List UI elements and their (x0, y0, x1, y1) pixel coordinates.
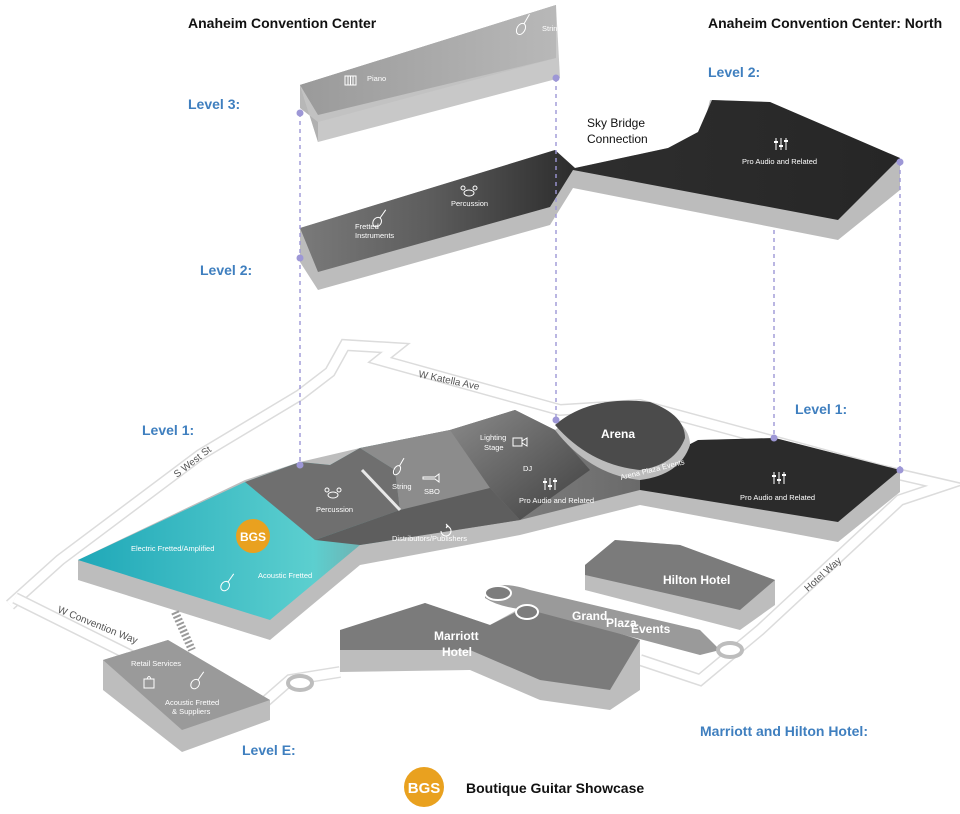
zone-electric: Electric Fretted/Amplified (131, 544, 214, 553)
guitar-icon (220, 573, 235, 592)
arena-label: Arena (601, 427, 635, 441)
refresh-icon (440, 523, 452, 537)
drum-kit-icon (324, 487, 342, 499)
hilton-hotel-building (585, 540, 775, 630)
drum-kit-icon (460, 185, 478, 197)
zone-piano: Piano (367, 74, 386, 83)
street-west: S West St (172, 444, 214, 480)
zone-acoustic-e-line2: & Suppliers (172, 707, 211, 716)
violin-icon (392, 457, 405, 476)
level-1-north-label: Level 1: (795, 401, 847, 417)
marriott-label-line1: Marriott (434, 629, 479, 643)
violin-icon (515, 13, 530, 35)
guitar-icon (190, 671, 205, 690)
bgs-badge: BGS (236, 519, 270, 553)
legend: BGS Boutique Guitar Showcase (404, 767, 644, 807)
zone-string: String (392, 482, 412, 491)
zone-dj: DJ (523, 464, 532, 473)
level-1-floor (78, 410, 640, 640)
mixer-icon (772, 472, 786, 484)
bgs-badge-text: BGS (240, 530, 266, 544)
zone-lighting-line2: Stage (484, 443, 504, 452)
zone-strings: Strings (542, 24, 566, 33)
sky-bridge-line1: Sky Bridge (587, 116, 645, 130)
level-e-label: Level E: (242, 742, 296, 758)
street-hotel: Hotel Way (803, 555, 844, 594)
piano-icon (344, 75, 357, 86)
zone-pro-audio-l2: Pro Audio and Related (742, 157, 817, 166)
zone-sbo: SBO (424, 487, 440, 496)
guitar-icon (372, 209, 387, 228)
events-label: Events (631, 622, 671, 636)
marriott-label-line2: Hotel (442, 645, 472, 659)
trumpet-icon (422, 473, 440, 483)
camera-icon (512, 437, 528, 447)
arena (555, 400, 690, 480)
zone-acoustic-l1: Acoustic Fretted (258, 571, 312, 580)
zone-fretted-l2-line2: Instruments (355, 231, 394, 240)
level-2-north-label: Level 2: (708, 64, 760, 80)
zone-retail: Retail Services (131, 659, 181, 668)
zone-pro-audio-l1: Pro Audio and Related (519, 496, 594, 505)
grand-plaza (286, 585, 744, 692)
zone-percussion-l1: Percussion (316, 505, 353, 514)
shopping-bag-icon (143, 676, 155, 689)
zone-acoustic-e-line1: Acoustic Fretted (165, 698, 219, 707)
zone-percussion-l2: Percussion (451, 199, 488, 208)
level-3-label: Level 3: (188, 96, 240, 112)
level-e-floor (103, 610, 270, 752)
level-3-floor (300, 5, 560, 142)
level-1-label: Level 1: (142, 422, 194, 438)
legend-badge-text: BGS (408, 780, 441, 797)
legend-label: Boutique Guitar Showcase (466, 780, 644, 796)
sky-bridge-line2: Connection (587, 132, 648, 146)
mixer-icon (543, 478, 557, 490)
level-connectors (296, 74, 904, 474)
marriott-hotel-building (340, 600, 640, 710)
zone-pro-audio-north: Pro Audio and Related (740, 493, 815, 502)
hilton-label: Hilton Hotel (663, 573, 730, 587)
zone-distributors: Distributors/Publishers (392, 534, 467, 543)
level-1-north-floor (640, 438, 900, 542)
plaza-label: Plaza (606, 616, 637, 630)
zone-lighting-line1: Lighting (480, 433, 506, 442)
grand-label: Grand (572, 609, 607, 623)
level-2-label: Level 2: (200, 262, 252, 278)
mixer-icon (774, 138, 788, 150)
street-katella: W Katella Ave (417, 369, 480, 393)
level-2-floor (300, 100, 900, 290)
title-anaheim: Anaheim Convention Center (188, 15, 377, 31)
hotels-level-label: Marriott and Hilton Hotel: (700, 723, 868, 739)
zone-fretted-l2-line1: Fretted (355, 222, 379, 231)
title-anaheim-north: Anaheim Convention Center: North (708, 15, 942, 31)
